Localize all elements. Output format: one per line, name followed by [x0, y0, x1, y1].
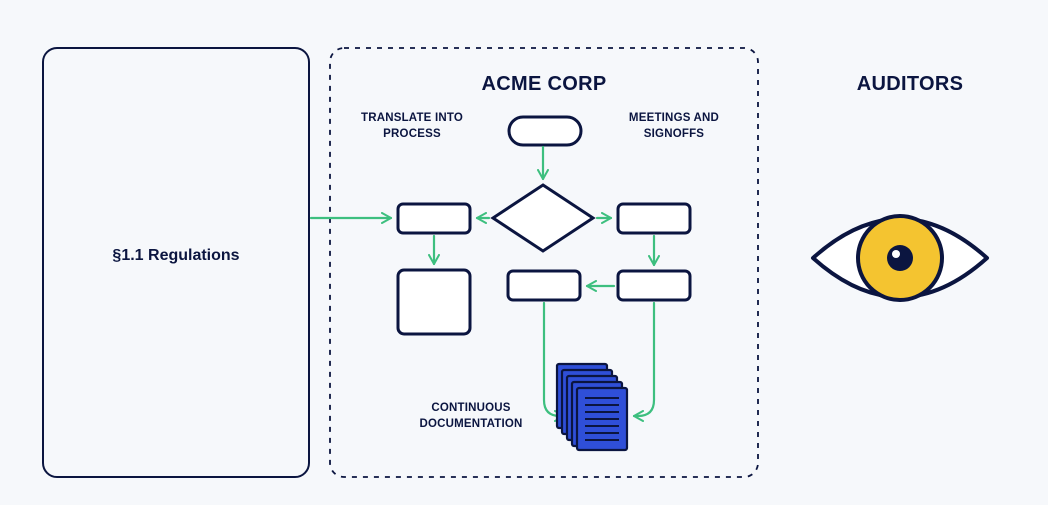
- start-terminator: [507, 115, 583, 147]
- document-stack-icon: [555, 362, 629, 452]
- auditors-title: AUDITORS: [856, 73, 964, 95]
- company-boundary: [329, 47, 759, 478]
- meetings-signoffs-label: MEETINGS AND SIGNOFFS: [628, 112, 720, 140]
- regulations-label: §1.1 Regulations: [112, 247, 240, 264]
- regulations-panel: [42, 47, 310, 478]
- process-box-large: [396, 268, 472, 336]
- translate-process-label: TRANSLATE INTO PROCESS: [360, 112, 464, 140]
- continuous-documentation-label: CONTINUOUS DOCUMENTATION: [419, 402, 523, 430]
- process-flowchart: [396, 115, 692, 336]
- process-box-translate: [396, 202, 472, 235]
- process-box-review: [616, 269, 692, 302]
- arrow-review-to-documents: [632, 301, 656, 422]
- decision-diamond: [490, 183, 596, 253]
- company-title: ACME CORP: [481, 73, 607, 95]
- eye-icon: [811, 214, 989, 302]
- process-box-middle: [506, 269, 582, 302]
- process-box-meetings: [616, 202, 692, 235]
